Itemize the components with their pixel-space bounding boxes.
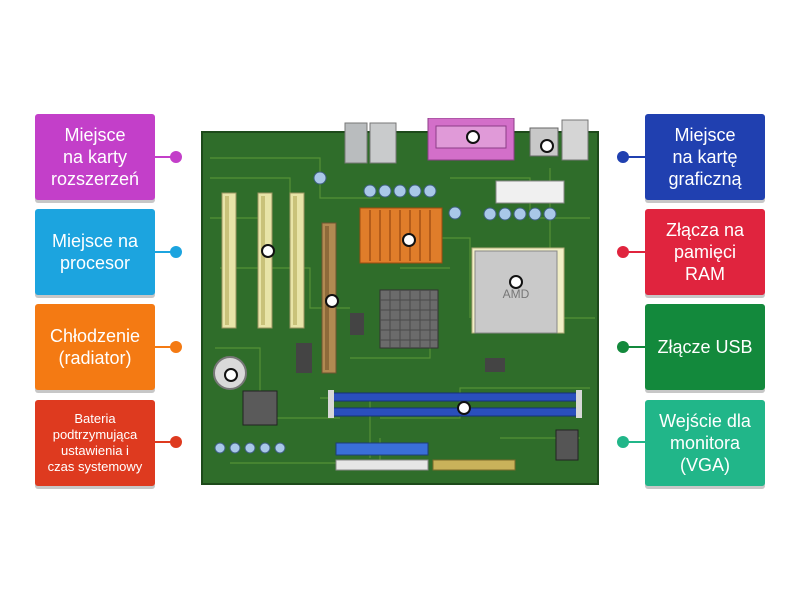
chipset bbox=[379, 289, 439, 349]
label-ram-slots[interactable]: Złącza na pamięci RAM bbox=[645, 209, 765, 295]
hotspot-battery[interactable] bbox=[224, 368, 238, 382]
hotspot-usb-port[interactable] bbox=[540, 139, 554, 153]
hotspot-heatsink[interactable] bbox=[402, 233, 416, 247]
connector-dot bbox=[170, 436, 182, 448]
ic-chip bbox=[555, 429, 579, 461]
connector-dot bbox=[170, 341, 182, 353]
connector-line bbox=[625, 156, 645, 158]
connector-dot bbox=[617, 151, 629, 163]
connector-line bbox=[625, 441, 645, 443]
connector-line bbox=[155, 156, 175, 158]
ic-chip bbox=[485, 358, 505, 372]
motherboard-illustration: AMD bbox=[201, 117, 599, 485]
hotspot-parallel-port[interactable] bbox=[466, 130, 480, 144]
ps2-port bbox=[369, 122, 397, 164]
motherboard-image: AMD bbox=[200, 117, 600, 488]
connector-line bbox=[155, 346, 175, 348]
connector-line bbox=[625, 346, 645, 348]
hotspot-pci-slots[interactable] bbox=[261, 244, 275, 258]
connector-dot bbox=[170, 151, 182, 163]
pci-slots bbox=[221, 192, 305, 329]
audio-port bbox=[561, 119, 589, 161]
connector-dot bbox=[617, 246, 629, 258]
floppy-connector bbox=[432, 459, 516, 471]
connector-line bbox=[155, 441, 175, 443]
connector-line bbox=[155, 251, 175, 253]
label-vga[interactable]: Wejście dla monitora (VGA) bbox=[645, 400, 765, 486]
ide-connector bbox=[335, 442, 429, 456]
hotspot-ram-slots[interactable] bbox=[457, 401, 471, 415]
heatsink bbox=[359, 207, 443, 264]
label-expansion-slots[interactable]: Miejsce na karty rozszerzeń bbox=[35, 114, 155, 200]
ic-chip bbox=[350, 313, 364, 335]
label-cooling[interactable]: Chłodzenie (radiator) bbox=[35, 304, 155, 390]
connector-dot bbox=[617, 341, 629, 353]
ide-connector bbox=[335, 459, 429, 471]
label-battery[interactable]: Bateria podtrzymująca ustawienia i czas … bbox=[35, 400, 155, 486]
ic-chip bbox=[296, 343, 312, 373]
connector-dot bbox=[617, 436, 629, 448]
ps2-port bbox=[344, 122, 368, 164]
power-connector bbox=[495, 180, 565, 204]
capacitors bbox=[214, 171, 557, 454]
hotspot-agp-slot[interactable] bbox=[325, 294, 339, 308]
connector-line bbox=[625, 251, 645, 253]
cpu-socket: AMD bbox=[471, 247, 565, 334]
label-graphics-card[interactable]: Miejsce na kartę graficzną bbox=[645, 114, 765, 200]
label-cpu-socket[interactable]: Miejsce na procesor bbox=[35, 209, 155, 295]
connector-dot bbox=[170, 246, 182, 258]
hotspot-cpu-socket[interactable] bbox=[509, 275, 523, 289]
label-usb[interactable]: Złącze USB bbox=[645, 304, 765, 390]
bios-chip bbox=[242, 390, 278, 426]
cpu-brand-label: AMD bbox=[503, 287, 530, 301]
ram-slots bbox=[328, 390, 582, 418]
